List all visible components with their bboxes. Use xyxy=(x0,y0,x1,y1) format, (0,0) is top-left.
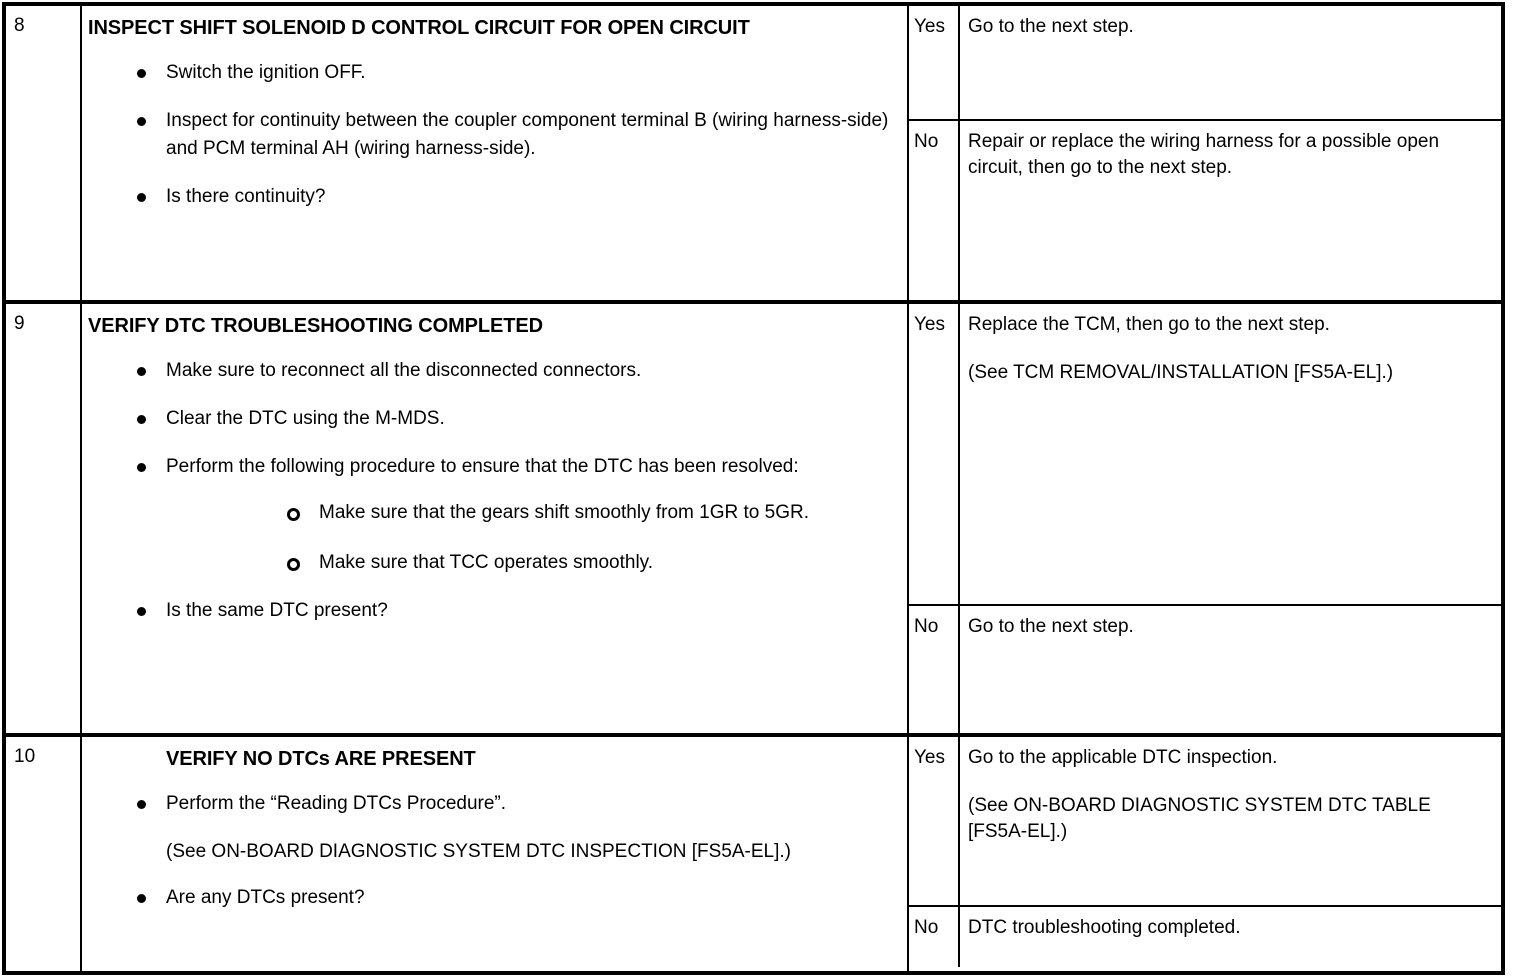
result-no-block: No Go to the next step. xyxy=(909,606,1501,733)
list-item: Is there continuity? xyxy=(88,183,897,211)
list-item-label: Perform the following procedure to ensur… xyxy=(166,456,799,477)
bullet-dot-icon xyxy=(137,800,146,809)
sub-list-item-label: Make sure that the gears shift smoothly … xyxy=(319,502,809,523)
step-result-cell: Yes Go to the applicable DTC inspection.… xyxy=(909,737,1501,971)
answer-label-yes: Yes xyxy=(909,737,960,905)
bullet-list: Switch the ignition OFF. Inspect for con… xyxy=(88,59,897,211)
sub-list-item: Make sure that the gears shift smoothly … xyxy=(166,499,897,527)
list-item: Clear the DTC using the M-MDS. xyxy=(88,405,897,433)
answer-line: Go to the next step. xyxy=(968,16,1134,37)
step-number: 9 xyxy=(14,313,25,334)
step-number-cell: 8 xyxy=(6,6,82,300)
result-no-block: No DTC troubleshooting completed. xyxy=(909,907,1501,967)
step-title: VERIFY DTC TROUBLESHOOTING COMPLETED xyxy=(88,315,543,337)
step-result-cell: Yes Replace the TCM, then go to the next… xyxy=(909,304,1501,733)
answer-text-no: Repair or replace the wiring harness for… xyxy=(960,121,1501,300)
step-number: 10 xyxy=(14,746,36,767)
answer-label-no: No xyxy=(909,907,960,967)
answer-text-no: DTC troubleshooting completed. xyxy=(960,907,1501,967)
table-row: 8 INSPECT SHIFT SOLENOID D CONTROL CIRCU… xyxy=(6,6,1501,304)
answer-line: Go to the next step. xyxy=(968,616,1134,637)
answer-reference: (See TCM REMOVAL/INSTALLATION [FS5A-EL].… xyxy=(968,362,1394,383)
answer-text-yes: Go to the applicable DTC inspection. (Se… xyxy=(960,737,1501,905)
result-no-block: No Repair or replace the wiring harness … xyxy=(909,121,1501,300)
result-yes-block: Yes Go to the applicable DTC inspection.… xyxy=(909,737,1501,907)
bullet-dot-icon xyxy=(137,367,146,376)
result-yes-block: Yes Go to the next step. xyxy=(909,6,1501,121)
bullet-list: Make sure to reconnect all the disconnec… xyxy=(88,357,897,625)
sub-list-item-label: Make sure that TCC operates smoothly. xyxy=(319,552,654,573)
list-item-label: Is the same DTC present? xyxy=(166,600,388,621)
bullet-dot-icon xyxy=(137,607,146,616)
bullet-list: Are any DTCs present? xyxy=(88,884,897,912)
sub-list-item: Make sure that TCC operates smoothly. xyxy=(166,549,897,577)
answer-label-no: No xyxy=(909,121,960,300)
reference-note: (See ON-BOARD DIAGNOSTIC SYSTEM DTC INSP… xyxy=(166,841,791,862)
step-title: VERIFY NO DTCs ARE PRESENT xyxy=(166,748,476,770)
list-item: Inspect for continuity between the coupl… xyxy=(88,107,897,163)
list-item-label: Clear the DTC using the M-MDS. xyxy=(166,408,445,429)
bullet-dot-icon xyxy=(137,117,146,126)
step-description-cell: VERIFY NO DTCs ARE PRESENT Perform the “… xyxy=(82,737,909,971)
table-row: 9 VERIFY DTC TROUBLESHOOTING COMPLETED M… xyxy=(6,304,1501,737)
bullet-dot-icon xyxy=(137,69,146,78)
list-item-label: Switch the ignition OFF. xyxy=(166,62,366,83)
list-item-label: Inspect for continuity between the coupl… xyxy=(166,110,889,159)
bullet-dot-icon xyxy=(137,894,146,903)
list-item: Are any DTCs present? xyxy=(88,884,897,912)
result-yes-block: Yes Replace the TCM, then go to the next… xyxy=(909,304,1501,606)
answer-line: Replace the TCM, then go to the next ste… xyxy=(968,314,1330,335)
answer-line: DTC troubleshooting completed. xyxy=(968,917,1241,938)
bullet-dot-icon xyxy=(137,193,146,202)
list-item: Perform the following procedure to ensur… xyxy=(88,453,897,577)
list-item: Switch the ignition OFF. xyxy=(88,59,897,87)
list-item: Is the same DTC present? xyxy=(88,597,897,625)
step-title: INSPECT SHIFT SOLENOID D CONTROL CIRCUIT… xyxy=(88,17,750,39)
list-item-label: Perform the “Reading DTCs Procedure”. xyxy=(166,793,507,814)
answer-text-yes: Replace the TCM, then go to the next ste… xyxy=(960,304,1501,604)
list-item: Make sure to reconnect all the disconnec… xyxy=(88,357,897,385)
list-item: Perform the “Reading DTCs Procedure”. xyxy=(88,790,897,818)
step-result-cell: Yes Go to the next step. No Repair or re… xyxy=(909,6,1501,300)
list-item-label: Make sure to reconnect all the disconnec… xyxy=(166,360,642,381)
step-description-cell: INSPECT SHIFT SOLENOID D CONTROL CIRCUIT… xyxy=(82,6,909,300)
bullet-circle-icon xyxy=(287,508,300,521)
bullet-dot-icon xyxy=(137,415,146,424)
step-number-cell: 10 xyxy=(6,737,82,971)
answer-label-yes: Yes xyxy=(909,6,960,119)
step-number: 8 xyxy=(14,15,25,36)
step-number-cell: 9 xyxy=(6,304,82,733)
answer-line: Go to the applicable DTC inspection. xyxy=(968,747,1278,768)
sub-bullet-list: Make sure that the gears shift smoothly … xyxy=(166,499,897,577)
answer-text-no: Go to the next step. xyxy=(960,606,1501,733)
table-row: 10 VERIFY NO DTCs ARE PRESENT Perform th… xyxy=(6,737,1501,971)
answer-line: Repair or replace the wiring harness for… xyxy=(968,131,1440,178)
answer-label-no: No xyxy=(909,606,960,733)
list-item-label: Is there continuity? xyxy=(166,186,326,207)
step-description-cell: VERIFY DTC TROUBLESHOOTING COMPLETED Mak… xyxy=(82,304,909,733)
bullet-list: Perform the “Reading DTCs Procedure”. xyxy=(88,790,897,818)
answer-text-yes: Go to the next step. xyxy=(960,6,1501,119)
answer-label-yes: Yes xyxy=(909,304,960,604)
list-item-label: Are any DTCs present? xyxy=(166,887,365,908)
answer-reference: (See ON-BOARD DIAGNOSTIC SYSTEM DTC TABL… xyxy=(968,795,1431,842)
bullet-circle-icon xyxy=(287,558,300,571)
bullet-dot-icon xyxy=(137,463,146,472)
